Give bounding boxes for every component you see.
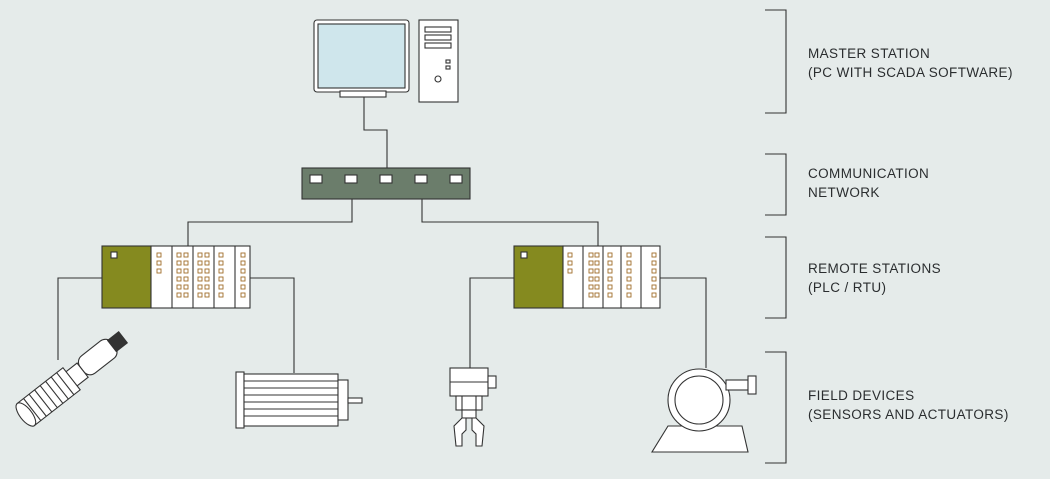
network-switch-icon bbox=[301, 167, 471, 200]
remote-stations-title: REMOTE STATIONS bbox=[808, 261, 942, 276]
tier-brackets bbox=[765, 9, 787, 464]
plc-left-icon bbox=[101, 245, 251, 309]
remote-stations-label: REMOTE STATIONS (PLC / RTU) bbox=[808, 259, 941, 297]
master-station-subtitle: (PC WITH SCADA SOFTWARE) bbox=[808, 65, 1013, 80]
plc-right-icon bbox=[513, 245, 661, 309]
computer-tower-icon bbox=[418, 19, 459, 103]
field-devices-title: FIELD DEVICES bbox=[808, 388, 915, 403]
pump-icon bbox=[651, 368, 757, 453]
communication-network-subtitle: NETWORK bbox=[808, 185, 880, 200]
bracket-remote bbox=[765, 236, 787, 319]
communication-network-label: COMMUNICATION NETWORK bbox=[808, 164, 929, 202]
remote-stations-subtitle: (PLC / RTU) bbox=[808, 280, 887, 295]
bracket-network bbox=[765, 153, 787, 216]
master-station-title: MASTER STATION bbox=[808, 46, 931, 61]
bracket-field bbox=[765, 351, 787, 464]
gripper-actuator-icon bbox=[449, 367, 497, 447]
master-station-label: MASTER STATION (PC WITH SCADA SOFTWARE) bbox=[808, 44, 1013, 82]
field-devices-subtitle: (SENSORS AND ACTUATORS) bbox=[808, 407, 1009, 422]
monitor-icon bbox=[313, 19, 410, 98]
bracket-master bbox=[765, 9, 787, 114]
communication-network-title: COMMUNICATION bbox=[808, 166, 930, 181]
field-devices-label: FIELD DEVICES (SENSORS AND ACTUATORS) bbox=[808, 386, 1009, 424]
proximity-sensor-icon bbox=[15, 331, 129, 427]
electric-motor-icon bbox=[235, 371, 363, 429]
connection-lines bbox=[57, 97, 707, 373]
